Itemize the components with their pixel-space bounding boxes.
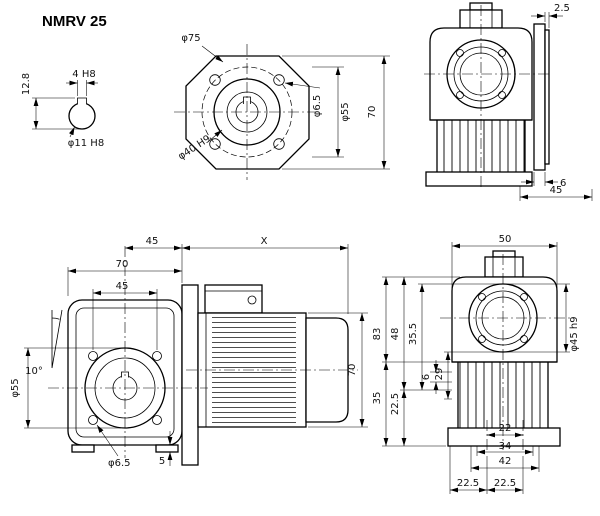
dim-h29: 29	[434, 351, 499, 400]
dim-label-hub-dia: φ45 h9	[569, 316, 580, 351]
base	[425, 171, 533, 187]
dim-bore: φ11 H8	[68, 126, 104, 149]
top-lug	[484, 256, 524, 278]
dim-label-motor-height: 70	[347, 364, 358, 377]
dim-label-axis-to-flange: 45	[146, 236, 159, 247]
dim-flange-od: φ75	[181, 33, 224, 63]
dim-label-flange-bolt-hole: φ6.5	[312, 95, 323, 118]
terminal-box	[204, 284, 263, 314]
dim-label-keyway-depth: 12.8	[21, 73, 32, 95]
dim-label-w22-5-left: 22.5	[457, 478, 479, 489]
dim-bolt-spacing: 45	[92, 281, 158, 350]
dim-w42: 42	[470, 446, 540, 472]
dim-h48-h225: 48 22.5	[390, 277, 452, 446]
dim-foot-height: 5	[159, 431, 173, 467]
dim-label-h35: 35	[372, 392, 383, 405]
dim-label-h22-5: 22.5	[390, 393, 401, 415]
dim-h35-5: 35.5	[408, 283, 499, 390]
dim-label-flange-height: 70	[367, 106, 378, 119]
dim-label-key-width: 4 H8	[72, 69, 95, 80]
dim-motor-height: 70	[308, 312, 368, 428]
dim-axis-to-flange: 45	[125, 236, 183, 283]
dim-hub-dia: φ55	[10, 347, 121, 429]
dim-label-flange-width: 45	[550, 185, 563, 196]
side-flange-plate	[533, 23, 546, 171]
dim-w22-5-pair: 22.5 22.5	[449, 446, 524, 494]
dim-label-flange-gap: 2.5	[554, 3, 570, 14]
rear-centerlines	[424, 5, 552, 190]
dim-w22: 22	[487, 423, 523, 438]
dim-label-flange-thickness: 6	[560, 178, 566, 189]
dim-label-w34: 34	[499, 441, 512, 452]
dim-label-h48: 48	[390, 328, 401, 341]
dim-label-h6: 6	[421, 374, 432, 380]
dim-label-h35-5: 35.5	[408, 323, 419, 345]
dim-flange-width: 45	[519, 185, 593, 201]
output-flange-view: φ75 φ6.5 φ55 φ40 H9 70	[174, 33, 390, 180]
dim-label-motor-length: X	[261, 236, 268, 247]
dim-motor-length: X	[182, 236, 349, 314]
dim-housing-width: 70	[67, 259, 182, 296]
dim-label-bolt-spacing: 45	[116, 281, 129, 292]
gearbox-front-view: 50 83 35 48 22.5 35.5 6	[372, 234, 580, 494]
dim-key-width: 4 H8	[66, 69, 98, 96]
dim-label-w22: 22	[499, 423, 512, 434]
dim-label-bore: φ11 H8	[68, 138, 104, 149]
dim-label-housing-width: 70	[116, 259, 129, 270]
dim-label-flange-od: φ75	[181, 33, 200, 44]
dim-label-flange-bolt-circle: φ55	[340, 102, 351, 121]
dim-flange-height: 70	[282, 55, 390, 170]
dim-w34: 34	[476, 441, 534, 456]
cable-gland	[247, 295, 257, 305]
dim-label-w42: 42	[499, 456, 512, 467]
dim-mount-hole: φ6.5	[96, 424, 131, 469]
dim-label-foot-height: 5	[159, 456, 165, 467]
dim-label-h29: 29	[434, 368, 445, 381]
dim-label-draft-angle: 10°	[25, 366, 43, 377]
motor-flange-plate	[181, 284, 199, 466]
side-centerlines	[48, 246, 358, 458]
dim-flange-gap: 2.5	[531, 3, 570, 28]
dim-label-top-width: 50	[499, 234, 512, 245]
foot-pad-right	[155, 444, 179, 453]
shaft-keyway-detail-view: 4 H8 12.8 φ11 H8	[21, 69, 104, 149]
foot-pad-left	[71, 444, 95, 453]
front-centerlines	[440, 254, 572, 452]
dim-label-total-height: 83	[372, 328, 383, 341]
gearbox-rear-view: 2.5 6 45	[424, 2, 593, 201]
bore-circle	[68, 102, 96, 130]
dim-label-mount-hole: φ6.5	[108, 458, 131, 469]
gearbox-motor-side-view: 45 X 70 45 70 φ55 10	[10, 236, 368, 469]
dim-total-height: 83 35	[372, 276, 460, 447]
keyway-slot	[77, 97, 87, 105]
drawing-title: NMRV 25	[42, 13, 107, 30]
dim-top-width: 50	[451, 234, 558, 289]
dim-label-hub-dia: φ55	[10, 378, 21, 397]
dim-draft-angle: 10°	[25, 309, 63, 377]
dim-flange-bolt-circle: φ55	[312, 66, 351, 158]
dim-label-w22-5-right: 22.5	[494, 478, 516, 489]
dim-flange-bolt-hole: φ6.5	[284, 81, 323, 118]
dim-flange-thickness: 6	[521, 172, 566, 189]
dim-hub-dia: φ45 h9	[505, 283, 580, 353]
flange-centerlines	[174, 44, 316, 180]
